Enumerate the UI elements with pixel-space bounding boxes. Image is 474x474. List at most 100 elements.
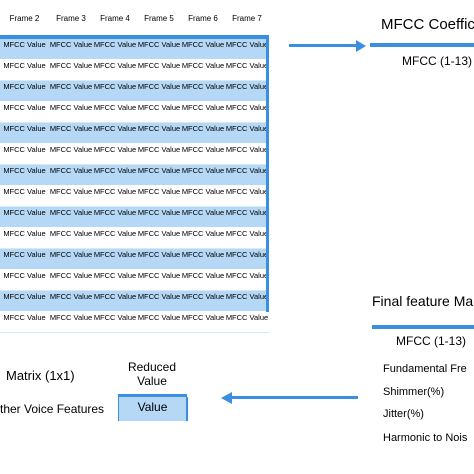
mfcc-value-cell: MFCC Value — [3, 249, 46, 259]
mfcc-value-cell: MFCC Value — [181, 228, 225, 238]
final-panel-title: Final feature Ma — [372, 293, 474, 309]
mfcc-value-cell: MFCC Value — [137, 291, 181, 301]
mfcc-value-cell: MFCC Value — [137, 312, 181, 322]
frame-header-6: Frame 6 — [188, 14, 218, 23]
frame-header-4: Frame 4 — [100, 14, 130, 23]
mfcc-value-cell: MFCC Value — [181, 102, 225, 112]
mfcc-value-cell: MFCC Value — [93, 270, 137, 280]
mfcc-value-cell: MFCC Value — [181, 81, 225, 91]
mfcc-value-cell: MFCC Value — [93, 249, 137, 259]
mfcc-value-cell: MFCC Value — [137, 228, 181, 238]
mfcc-value-cell: MFCC Value — [181, 186, 225, 196]
value-box-top-bar — [118, 394, 187, 397]
mfcc-value-cell: MFCC Value — [93, 207, 137, 217]
mfcc-value-cell: MFCC Value — [3, 123, 46, 133]
mfcc-value-cell: MFCC Value — [137, 165, 181, 175]
mfcc-value-cell: MFCC Value — [49, 81, 93, 91]
matrix-right-bar — [266, 35, 269, 312]
final-item-fundamental: Fundamental Fre — [383, 363, 467, 375]
mfcc-value-cell: MFCC Value — [3, 60, 46, 70]
mfcc-value-cell: MFCC Value — [93, 102, 137, 112]
mfcc-value-cell: MFCC Value — [3, 165, 46, 175]
mfcc-value-cell: MFCC Value — [137, 270, 181, 280]
mfcc-value-cell: MFCC Value — [93, 39, 137, 49]
mfcc-value-cell: MFCC Value — [49, 102, 93, 112]
mfcc-value-cell: MFCC Value — [181, 144, 225, 154]
mfcc-value-cell: MFCC Value — [225, 123, 269, 133]
mfcc-value-cell: MFCC Value — [3, 270, 46, 280]
mfcc-value-cell: MFCC Value — [49, 270, 93, 280]
mfcc-value-cell: MFCC Value — [181, 291, 225, 301]
mfcc-value-cell: MFCC Value — [137, 144, 181, 154]
mfcc-value-cell: MFCC Value — [225, 60, 269, 70]
mfcc-value-cell: MFCC Value — [49, 249, 93, 259]
mfcc-value-cell: MFCC Value — [49, 144, 93, 154]
mfcc-value-cell: MFCC Value — [181, 165, 225, 175]
frame-header-2: Frame 2 — [9, 14, 40, 23]
mfcc-value-cell: MFCC Value — [49, 291, 93, 301]
frame-header-5: Frame 5 — [144, 14, 174, 23]
mfcc-value-cell: MFCC Value — [137, 123, 181, 133]
arrow-to-mfcc-line — [289, 44, 357, 47]
mfcc-value-cell: MFCC Value — [93, 291, 137, 301]
mfcc-panel-subtitle: MFCC (1-13) — [402, 54, 473, 68]
mfcc-value-cell: MFCC Value — [225, 291, 269, 301]
other-voice-features-label: ther Voice Features — [0, 402, 105, 416]
mfcc-value-cell: MFCC Value — [49, 165, 93, 175]
mfcc-value-cell: MFCC Value — [181, 39, 225, 49]
mfcc-panel-bar — [370, 43, 474, 47]
final-item-jitter: Jitter(%) — [383, 408, 424, 420]
reduced-matrix-label: Matrix (1x1) — [6, 368, 75, 383]
mfcc-value-cell: MFCC Value — [181, 312, 225, 322]
arrow-to-reduced-line — [232, 396, 358, 399]
mfcc-value-cell: MFCC Value — [181, 270, 225, 280]
matrix-top-bar — [0, 35, 269, 39]
frame-matrix: Frame 2 Frame 3 Frame 4 Frame 5 Frame 6 Frame… — [0, 13, 269, 333]
mfcc-value-cell: MFCC Value — [181, 123, 225, 133]
mfcc-value-cell: MFCC Value — [3, 207, 46, 217]
mfcc-value-cell: MFCC Value — [49, 123, 93, 133]
mfcc-value-cell: MFCC Value — [93, 81, 137, 91]
mfcc-value-cell: MFCC Value — [137, 207, 181, 217]
mfcc-value-cell: MFCC Value — [49, 39, 93, 49]
arrow-to-reduced-head — [221, 391, 232, 404]
frame-header-7: Frame 7 — [232, 14, 262, 23]
mfcc-value-cell: MFCC Value — [225, 207, 269, 217]
mfcc-value-cell: MFCC Value — [93, 228, 137, 238]
mfcc-value-cell: MFCC Value — [93, 312, 137, 322]
mfcc-value-cell: MFCC Value — [225, 270, 269, 280]
mfcc-value-cell: MFCC Value — [225, 144, 269, 154]
mfcc-value-cell: MFCC Value — [225, 186, 269, 196]
mfcc-value-cell: MFCC Value — [225, 228, 269, 238]
final-panel-bar — [372, 325, 474, 329]
mfcc-value-cell: MFCC Value — [3, 81, 46, 91]
mfcc-value-cell: MFCC Value — [137, 186, 181, 196]
frame-header-row: Frame 2 Frame 3 Frame 4 Frame 5 Frame 6 Frame… — [0, 13, 269, 35]
final-item-harmonic: Harmonic to Nois — [383, 432, 468, 444]
mfcc-value-cell: MFCC Value — [181, 249, 225, 259]
mfcc-value-cell: MFCC Value — [225, 165, 269, 175]
value-box: Value — [118, 397, 188, 421]
mfcc-value-cell: MFCC Value — [93, 123, 137, 133]
frame-header-3: Frame 3 — [56, 14, 86, 23]
mfcc-value-cell: MFCC Value — [3, 102, 46, 112]
mfcc-value-cell: MFCC Value — [181, 207, 225, 217]
mfcc-value-cell: MFCC Value — [3, 144, 46, 154]
arrow-to-mfcc-head — [356, 39, 366, 52]
mfcc-value-cell: MFCC Value — [3, 312, 46, 322]
mfcc-value-cell: MFCC Value — [225, 312, 269, 322]
mfcc-value-cell: MFCC Value — [93, 60, 137, 70]
mfcc-value-cell: MFCC Value — [49, 312, 93, 322]
final-item-mfcc: MFCC (1-13) — [396, 334, 467, 348]
